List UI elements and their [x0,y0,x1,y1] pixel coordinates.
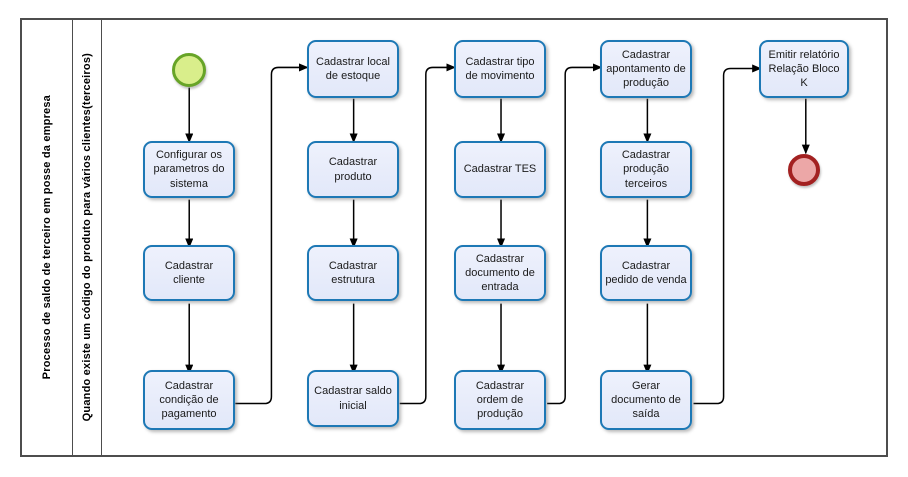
task-gerar-documento-saida[interactable]: Gerar documento de saída [600,370,692,430]
task-cadastrar-local-estoque[interactable]: Cadastrar local de estoque [307,40,399,98]
pool-title: Processo de saldo de terceiro em posse d… [41,95,53,380]
task-cadastrar-tes[interactable]: Cadastrar TES [454,141,546,198]
task-cadastrar-pedido-venda[interactable]: Cadastrar pedido de venda [600,245,692,301]
task-cadastrar-estrutura[interactable]: Cadastrar estrutura [307,245,399,301]
task-cadastrar-saldo-inicial[interactable]: Cadastrar saldo inicial [307,370,399,427]
task-cadastrar-documento-entrada[interactable]: Cadastrar documento de entrada [454,245,546,301]
pool-title-band: Processo de saldo de terceiro em posse d… [22,20,73,455]
connector-layer [185,63,810,405]
flow-cadastrar-condicao-pagamento-to-cadastrar-local-estoque [235,63,309,405]
task-cadastrar-condicao-pagamento[interactable]: Cadastrar condição de pagamento [143,370,235,430]
flow-cadastrar-saldo-inicial-to-cadastrar-tipo-movimento [399,63,456,405]
task-configurar-parametros[interactable]: Configurar os parametros do sistema [143,141,235,198]
process-pool: Processo de saldo de terceiro em posse d… [20,18,888,457]
flow-gerar-documento-saida-to-emitir-relatorio-bloco-k [693,64,762,405]
task-cadastrar-producao-terceiros[interactable]: Cadastrar produção terceiros [600,141,692,198]
task-cadastrar-cliente[interactable]: Cadastrar cliente [143,245,235,301]
task-cadastrar-ordem-producao[interactable]: Cadastrar ordem de produção [454,370,546,430]
task-cadastrar-apontamento-producao[interactable]: Cadastrar apontamento de produção [600,40,692,98]
lane-title: Quando existe um código do produto para … [81,53,93,422]
task-cadastrar-tipo-movimento[interactable]: Cadastrar tipo de movimento [454,40,546,98]
flow-cadastrar-ordem-producao-to-cadastrar-apontamento-producao [547,63,603,405]
lane-title-band: Quando existe um código do produto para … [73,20,102,455]
end-event[interactable] [788,154,820,186]
start-event[interactable] [172,53,206,87]
task-cadastrar-produto[interactable]: Cadastrar produto [307,141,399,198]
task-emitir-relatorio-bloco-k[interactable]: Emitir relatório Relação Bloco K [759,40,849,98]
